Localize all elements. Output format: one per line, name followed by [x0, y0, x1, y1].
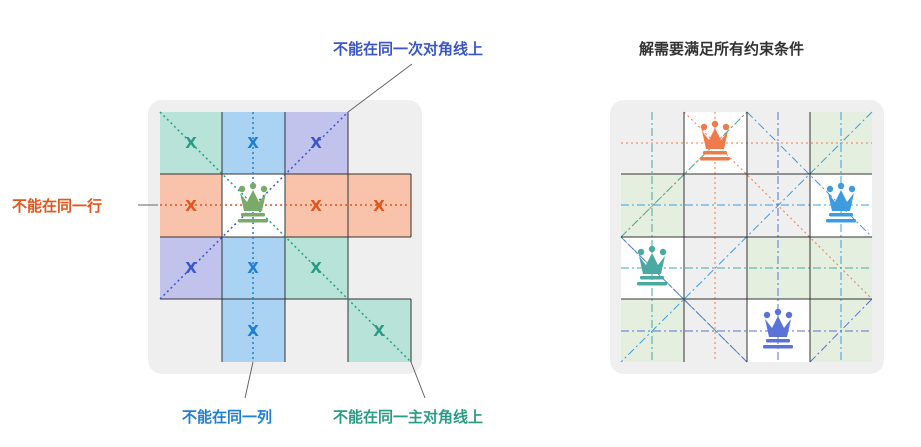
x-mark: X [185, 259, 197, 277]
solution-title: 解需要满足所有约束条件 [639, 40, 804, 58]
x-mark: X [310, 259, 322, 277]
right-grid-lines [621, 112, 872, 362]
row-label: 不能在同一行 [12, 197, 102, 215]
x-mark: X [247, 134, 259, 152]
column-leader-line [244, 361, 254, 399]
anti-diagonal-constraint-line [159, 111, 349, 300]
x-mark: X [310, 134, 322, 152]
right-solution-panel: 解需要满足所有约束条件 [610, 40, 884, 374]
x-mark: X [247, 322, 259, 340]
x-mark: X [373, 322, 385, 340]
main-diagonal-label: 不能在同一主对角线上 [333, 408, 483, 426]
cell-column [222, 299, 285, 362]
left-board-panel: X X X X X X X X X X X 不能在同一次对角线上 不能在同一行 … [12, 40, 483, 426]
cell-anti-diagonal [160, 237, 222, 299]
x-mark: X [185, 197, 197, 215]
x-mark: X [310, 197, 322, 215]
x-mark: X [185, 134, 197, 152]
main-diagonal-leader-line [410, 361, 426, 399]
x-mark: X [247, 259, 259, 277]
left-grid-lines [160, 112, 412, 362]
main-diagonal-constraint-line [159, 111, 412, 363]
column-label: 不能在同一列 [182, 408, 272, 426]
x-mark: X [373, 197, 385, 215]
anti-diagonal-leader-line [347, 63, 413, 113]
anti-diagonal-label: 不能在同一次对角线上 [333, 40, 483, 58]
cell-main-diagonal [160, 112, 222, 174]
